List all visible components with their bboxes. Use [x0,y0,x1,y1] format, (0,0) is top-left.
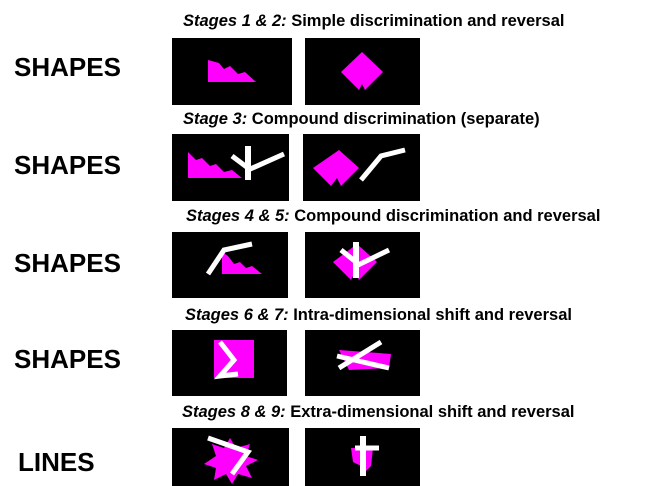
line-stimulus [354,247,391,269]
stage-label: Stages 1 & 2: [183,12,287,30]
line-stimulus [213,340,239,380]
line-stimulus [207,435,252,476]
stage-label: Stages 6 & 7: [185,306,289,324]
line-stimulus [337,339,383,371]
stimulus-panel-2-left [172,134,289,201]
dimension-label-4: SHAPES [14,344,121,374]
sawtooth-shape [208,60,256,82]
stimulus-panel-1-left [172,38,292,105]
stimulus-graphic [188,146,286,180]
line-stimulus [336,353,390,371]
stimulus-panel-1-right [305,38,420,105]
line-stimulus [246,151,286,173]
stimulus-panel-5-right [305,428,420,486]
stimulus-graphic [333,242,391,280]
stimulus-graphic [205,241,262,276]
stage-description: Compound discrimination and reversal [294,207,601,225]
line-stimulus [205,241,253,276]
dimension-label-5: LINES [18,447,95,477]
stimulus-graphic [351,436,379,476]
line-stimulus [230,154,250,170]
stimulus-panel-4-left [172,330,287,396]
stage-heading-1: Stages 1 & 2: Simple discrimination and … [183,12,564,31]
stage-label: Stages 8 & 9: [182,403,286,421]
stage-description: Intra-dimensional shift and reversal [293,306,572,324]
stage-heading-3: Stages 4 & 5: Compound discrimination an… [186,207,600,226]
stage-heading-5: Stages 8 & 9: Extra-dimensional shift an… [182,403,574,422]
stimulus-graphic [213,340,254,380]
stage-heading-4: Stages 6 & 7: Intra-dimensional shift an… [185,306,572,325]
stimulus-graphic [208,60,256,82]
stage-heading-2: Stage 3: Compound discrimination (separa… [183,110,540,129]
diamond-shape [341,52,383,90]
stage-description: Simple discrimination and reversal [291,12,565,30]
dimension-label-2: SHAPES [14,150,121,180]
line-stimulus [339,248,358,264]
stimulus-panel-2-right [303,134,420,201]
line-stimulus [359,147,406,182]
dimension-label-3: SHAPES [14,248,121,278]
sawtooth-shape [188,152,242,178]
stimulus-panel-3-right [305,232,420,298]
stage-description: Extra-dimensional shift and reversal [290,403,575,421]
stimulus-graphic [204,435,258,484]
stimulus-panel-5-left [172,428,289,486]
stimulus-graphic [313,147,406,186]
stage-description: Compound discrimination (separate) [251,110,540,128]
sawtooth-shape [222,252,262,274]
stage-label: Stage 3: [183,110,248,128]
diamond-shape [313,150,359,186]
stimulus-graphic [341,52,383,90]
stimulus-panel-3-left [172,232,288,298]
stimulus-graphic [336,339,391,371]
stage-label: Stages 4 & 5: [186,207,290,225]
dimension-label-1: SHAPES [14,52,121,82]
stimulus-panel-4-right [305,330,420,396]
